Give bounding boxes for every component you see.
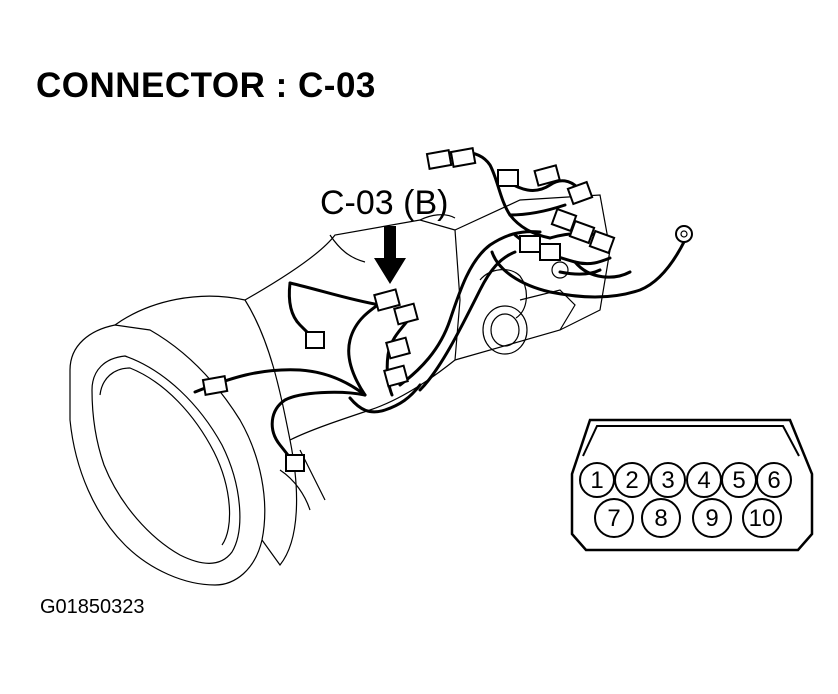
- svg-text:6: 6: [767, 467, 780, 494]
- pin-cavity-2: 2: [614, 462, 650, 498]
- pin-cavity-3: 3: [650, 462, 686, 498]
- svg-text:1: 1: [590, 467, 603, 494]
- pin-cavity-6: 6: [756, 462, 792, 498]
- pin-cavity-10: 10: [742, 498, 782, 538]
- svg-text:5: 5: [732, 467, 745, 494]
- wiring-harness: [193, 150, 687, 467]
- svg-text:8: 8: [654, 505, 667, 532]
- svg-text:3: 3: [661, 467, 674, 494]
- connector-face: 1 2 3 4 5 6 7 8: [570, 418, 814, 552]
- figure-id: G01850323: [40, 596, 145, 618]
- svg-text:4: 4: [697, 467, 710, 494]
- bell-housing: [69, 295, 298, 586]
- ground-terminal-icon: [675, 225, 693, 243]
- pin-cavity-8: 8: [641, 498, 681, 538]
- pin-cavity-4: 4: [686, 462, 722, 498]
- pin-cavity-7: 7: [594, 498, 634, 538]
- pin-cavity-1: 1: [579, 462, 615, 498]
- callout-arrow-icon: [374, 226, 406, 284]
- harness-connectors: [201, 147, 616, 472]
- svg-text:7: 7: [607, 505, 620, 532]
- pin-cavity-9: 9: [692, 498, 732, 538]
- svg-text:10: 10: [749, 505, 776, 532]
- pin-cavity-5: 5: [721, 462, 757, 498]
- diagram-title: CONNECTOR : C-03: [36, 66, 376, 105]
- connector-callout-label: C-03 (B): [320, 184, 449, 222]
- svg-text:2: 2: [625, 467, 638, 494]
- output-shaft: [479, 261, 576, 355]
- svg-text:9: 9: [705, 505, 718, 532]
